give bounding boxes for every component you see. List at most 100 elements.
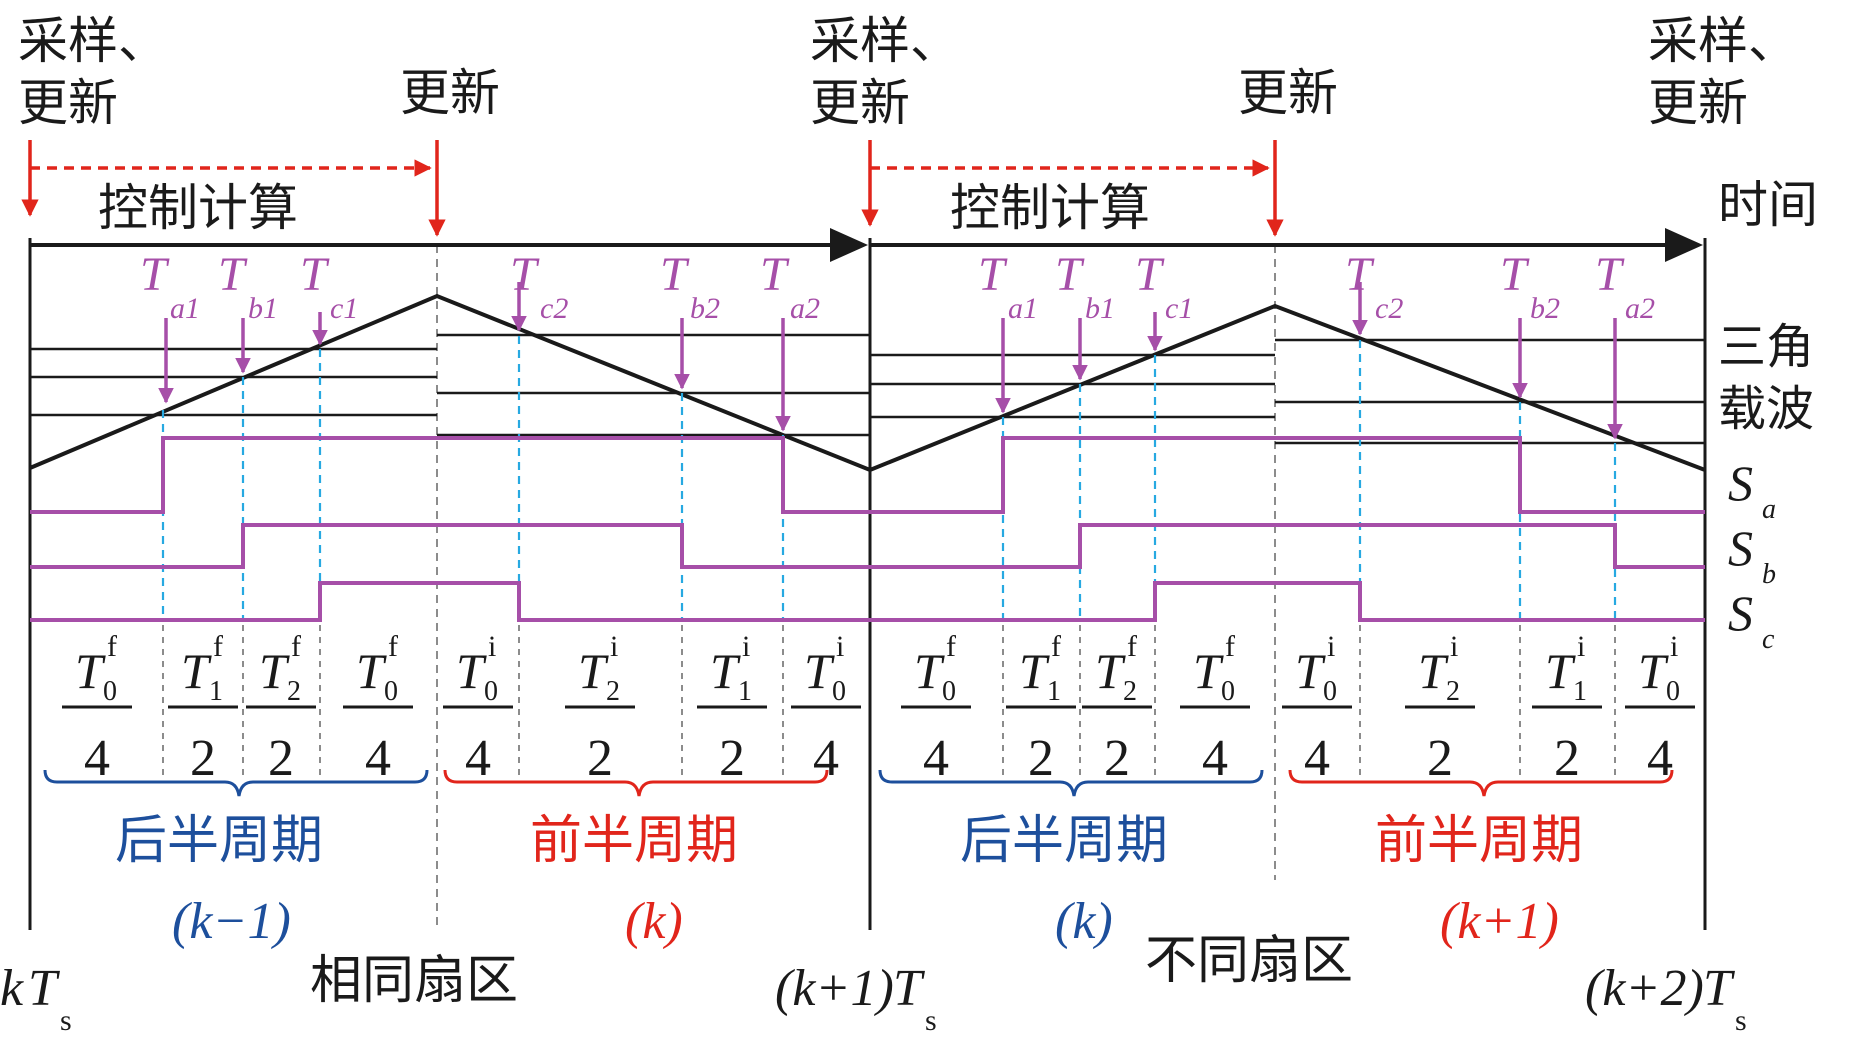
svg-text:k: k [0, 960, 24, 1017]
label-Ta1-k1: T a1 [978, 248, 1038, 325]
svg-text:a2: a2 [790, 292, 820, 325]
svg-text:4: 4 [465, 730, 491, 787]
update-label-5b: 更新 [1648, 74, 1748, 132]
svg-text:0: 0 [1323, 676, 1337, 707]
svg-text:i: i [836, 630, 844, 663]
svg-text:2: 2 [190, 730, 216, 787]
svg-text:i: i [1577, 630, 1585, 663]
period-k-minus-1: (k−1) [172, 893, 291, 950]
svg-text:2: 2 [1554, 730, 1580, 787]
svg-text:T: T [300, 248, 330, 301]
label-Tb1-k: T b1 [218, 248, 278, 325]
svg-text:0: 0 [832, 676, 846, 707]
signal-Sc [30, 581, 1705, 622]
first-half-label-2: 前半周期 [1375, 811, 1583, 871]
svg-text:b1: b1 [1085, 292, 1115, 325]
kTs-label: k T s [0, 960, 72, 1037]
k1Ts-label: (k+1) T s [775, 960, 937, 1037]
svg-text:T: T [1135, 248, 1165, 301]
label-Tc2-k: T c2 [510, 248, 568, 325]
svg-text:2: 2 [1427, 730, 1453, 787]
svg-text:i: i [1327, 630, 1335, 663]
switching-time-arrows [158, 282, 1623, 440]
svg-text:f: f [291, 630, 301, 663]
label-Ta2-k: T a2 [760, 248, 820, 325]
svg-text:T: T [1703, 960, 1735, 1017]
svg-text:0: 0 [384, 676, 398, 707]
half-boundaries [436, 245, 1276, 930]
period-labels: 后半周期 前半周期 后半周期 前半周期 (k−1) (k) (k) (k+1) [115, 811, 1583, 950]
label-Tc1-k1: T c1 [1135, 248, 1193, 325]
svg-text:(k+2): (k+2) [1585, 960, 1704, 1017]
label-Ta1-k: T a1 [140, 248, 200, 325]
Sa-sub: a [1762, 494, 1776, 525]
Sa-label: S [1728, 455, 1753, 511]
svg-text:s: s [1735, 1004, 1747, 1037]
period-k-2: (k) [1055, 893, 1113, 950]
svg-text:T: T [914, 643, 945, 699]
svg-text:T: T [140, 248, 170, 301]
svg-text:0: 0 [942, 676, 956, 707]
svg-text:T: T [456, 643, 487, 699]
svg-text:c2: c2 [540, 292, 568, 325]
svg-text:(k+1): (k+1) [775, 960, 894, 1017]
svg-text:2: 2 [1028, 730, 1054, 787]
period-k-plus-1: (k+1) [1440, 893, 1559, 950]
svg-text:i: i [742, 630, 750, 663]
second-half-label-2: 后半周期 [960, 811, 1168, 871]
brace-first-half-1 [443, 768, 829, 798]
svg-text:b2: b2 [1530, 292, 1560, 325]
label-Tb2-k: T b2 [660, 248, 720, 325]
bottom-labels: k T s (k+1) T s (k+2) T s 相同扇区 不同扇区 [0, 931, 1747, 1037]
svg-text:T: T [181, 643, 212, 699]
k2Ts-label: (k+2) T s [1585, 960, 1747, 1037]
sample-update-label-5: 采样、 [1648, 12, 1798, 70]
svg-text:2: 2 [719, 730, 745, 787]
svg-text:T: T [578, 643, 609, 699]
svg-text:T: T [1595, 248, 1625, 301]
svg-text:c1: c1 [1165, 292, 1193, 325]
svg-text:T: T [1638, 643, 1669, 699]
label-Ta2-k1: T a2 [1595, 248, 1655, 325]
event-labels: 采样、 更新 更新 采样、 更新 更新 采样、 更新 控制计算 控制计算 时间 [18, 12, 1818, 237]
svg-text:s: s [60, 1004, 72, 1037]
Sc-label: S [1728, 585, 1753, 641]
svg-text:4: 4 [365, 730, 391, 787]
triangle-carrier [29, 293, 1706, 473]
control-calc-label-1: 控制计算 [98, 179, 298, 237]
svg-text:T: T [259, 643, 290, 699]
svg-text:2: 2 [1123, 676, 1137, 707]
label-Tb1-k1: T b1 [1055, 248, 1115, 325]
interval-separators [162, 625, 1616, 780]
svg-text:T: T [75, 643, 106, 699]
svg-text:1: 1 [1047, 676, 1061, 707]
svg-text:T: T [1019, 643, 1050, 699]
svg-text:a2: a2 [1625, 292, 1655, 325]
switching-time-labels: T a1 T b1 T c1 T c2 T b2 T a2 T a1 T b1 [140, 248, 1655, 325]
sample-update-arrows [21, 140, 1284, 237]
svg-text:f: f [107, 630, 117, 663]
svg-text:T: T [978, 248, 1008, 301]
svg-text:1: 1 [209, 676, 223, 707]
svg-text:4: 4 [1304, 730, 1330, 787]
intersection-projections [161, 336, 1617, 620]
Sb-label: S [1728, 520, 1753, 576]
time-axis [30, 228, 1703, 262]
label-Tc1-k: T c1 [300, 248, 358, 325]
update-label-4: 更新 [1238, 64, 1338, 122]
svg-text:2: 2 [587, 730, 613, 787]
switching-signals [30, 436, 1705, 622]
second-half-label-1: 后半周期 [115, 811, 323, 871]
svg-text:f: f [388, 630, 398, 663]
Sb-sub: b [1762, 559, 1776, 590]
label-Tc2-k1: T c2 [1345, 248, 1403, 325]
svg-text:T: T [1095, 643, 1126, 699]
